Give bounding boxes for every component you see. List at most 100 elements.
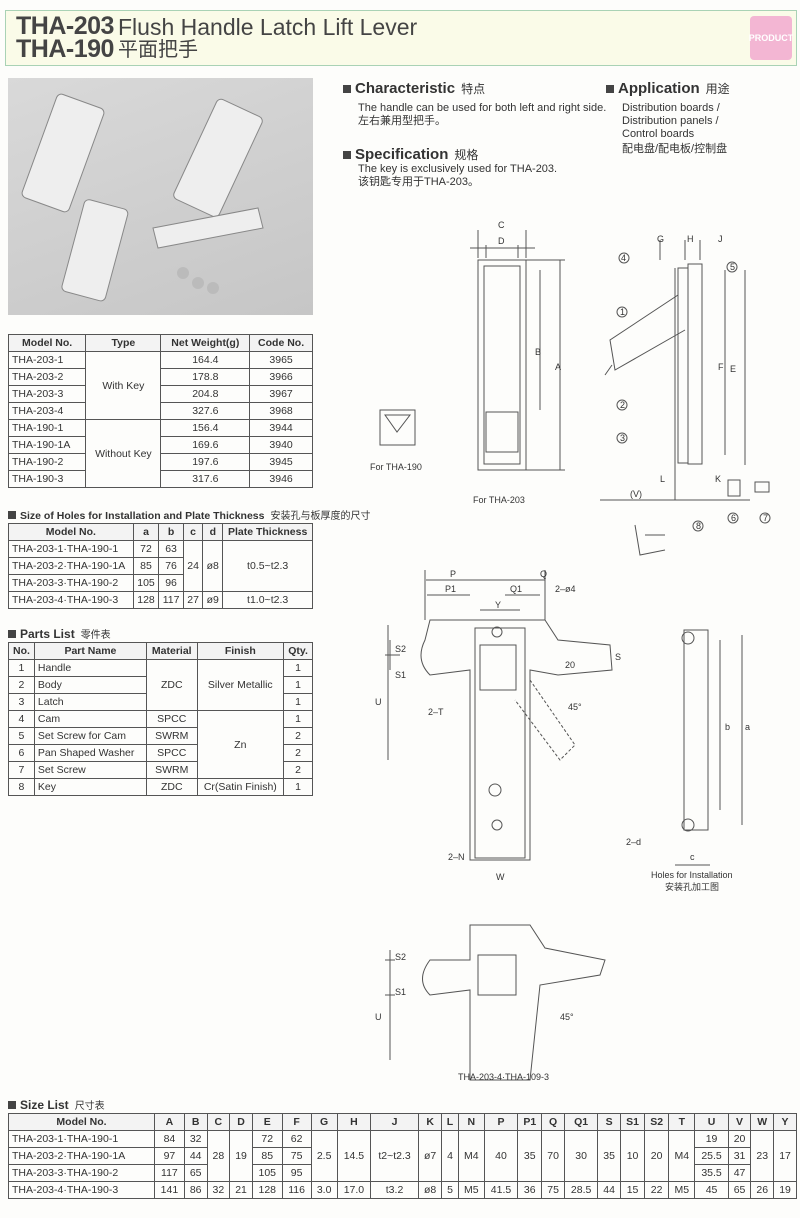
table-cell: 10 bbox=[619, 1130, 646, 1182]
svg-text:E: E bbox=[730, 364, 736, 374]
table-cell: 86 bbox=[183, 1181, 208, 1199]
holes-section-title: Size of Holes for Installation and Plate… bbox=[8, 507, 370, 522]
table-cell: 128 bbox=[132, 591, 160, 609]
table-cell: 3 bbox=[8, 693, 35, 711]
table-cell: M4 bbox=[668, 1130, 696, 1182]
table-cell: ø7 bbox=[417, 1130, 443, 1182]
table-cell: 105 bbox=[132, 574, 160, 592]
svg-text:2–ø4: 2–ø4 bbox=[555, 584, 576, 594]
svg-text:K: K bbox=[715, 474, 721, 484]
table-cell: Key bbox=[33, 778, 147, 796]
table-cell: 5 bbox=[8, 727, 35, 745]
column-header: Plate Thickness bbox=[222, 523, 313, 541]
svg-text:U: U bbox=[375, 1012, 382, 1022]
table-cell: Handle bbox=[33, 659, 147, 677]
table-cell: 35 bbox=[597, 1130, 621, 1182]
column-header: Model No. bbox=[7, 334, 87, 352]
table-cell: 7 bbox=[8, 761, 35, 779]
column-header: Code No. bbox=[249, 334, 313, 352]
svg-text:2: 2 bbox=[620, 400, 625, 410]
table-cell: 3968 bbox=[249, 402, 313, 420]
column-header: a bbox=[132, 523, 160, 541]
title-cn: 平面把手 bbox=[118, 39, 198, 61]
table-cell: 19 bbox=[773, 1181, 797, 1199]
table-cell: 128 bbox=[251, 1181, 283, 1199]
table-cell: 62 bbox=[281, 1130, 312, 1148]
column-header: J bbox=[370, 1113, 419, 1131]
svg-text:S1: S1 bbox=[395, 670, 406, 680]
table-cell: THA-203-2·THA-190-1A bbox=[8, 557, 134, 575]
table-cell: ZDC bbox=[145, 778, 198, 796]
table-cell: 47 bbox=[727, 1164, 752, 1182]
title-en: Flush Handle Latch Lift Lever bbox=[118, 14, 418, 40]
table-cell: 44 bbox=[597, 1181, 621, 1199]
table-cell: SPCC bbox=[145, 710, 198, 728]
svg-text:c: c bbox=[690, 852, 695, 862]
table-cell: THA-203-4·THA-190-3 bbox=[7, 1181, 156, 1199]
table-cell: THA-203-1 bbox=[7, 351, 87, 369]
column-header: Q1 bbox=[563, 1113, 599, 1131]
table-cell: 169.6 bbox=[160, 436, 251, 454]
svg-text:A: A bbox=[555, 362, 561, 372]
svg-text:S: S bbox=[615, 652, 621, 662]
svg-text:S1: S1 bbox=[395, 987, 406, 997]
column-header: d bbox=[202, 523, 224, 541]
column-header: b bbox=[158, 523, 184, 541]
table-cell: Latch bbox=[33, 693, 147, 711]
table-cell: Body bbox=[33, 676, 147, 694]
table-cell: ø9 bbox=[202, 591, 224, 609]
table-cell: 8 bbox=[8, 778, 35, 796]
table-cell: Pan Shaped Washer bbox=[33, 744, 147, 762]
table-cell: 85 bbox=[132, 557, 160, 575]
table-cell: 26 bbox=[750, 1181, 775, 1199]
svg-text:W: W bbox=[496, 872, 505, 882]
table-cell: 75 bbox=[281, 1147, 312, 1165]
table-cell: 19 bbox=[229, 1130, 253, 1182]
table-cell: THA-190-2 bbox=[7, 453, 87, 471]
svg-text:2–N: 2–N bbox=[448, 852, 465, 862]
table-cell: SWRM bbox=[145, 727, 198, 745]
svg-text:5: 5 bbox=[730, 262, 735, 272]
variant-view bbox=[422, 924, 606, 1081]
column-header: S bbox=[597, 1113, 621, 1131]
svg-text:THA-203-4·THA-109-3: THA-203-4·THA-109-3 bbox=[458, 1072, 549, 1082]
table-cell: 2 bbox=[283, 727, 313, 745]
svg-text:8: 8 bbox=[696, 521, 701, 531]
table-cell: THA-203-2·THA-190-1A bbox=[7, 1147, 156, 1165]
table-cell: 22 bbox=[644, 1181, 670, 1199]
table-cell: 3966 bbox=[249, 368, 313, 386]
column-header: H bbox=[336, 1113, 372, 1131]
table-cell: THA-203-3·THA-190-2 bbox=[8, 574, 134, 592]
table-cell: 1 bbox=[283, 659, 313, 677]
table-cell: 85 bbox=[251, 1147, 283, 1165]
column-header: Type bbox=[85, 334, 162, 352]
column-header: Y bbox=[773, 1113, 797, 1131]
svg-text:a: a bbox=[745, 722, 750, 732]
table-cell: 2 bbox=[283, 744, 313, 762]
svg-text:U: U bbox=[375, 697, 382, 707]
table-cell: Set Screw for Cam bbox=[33, 727, 147, 745]
column-header: D bbox=[229, 1113, 253, 1131]
table-cell: 3967 bbox=[249, 385, 313, 403]
table-cell: 6 bbox=[8, 744, 35, 762]
column-header: Finish bbox=[196, 642, 285, 660]
table-cell: Set Screw bbox=[33, 761, 147, 779]
column-header: E bbox=[251, 1113, 283, 1131]
table-cell: t3.2 bbox=[370, 1181, 419, 1199]
